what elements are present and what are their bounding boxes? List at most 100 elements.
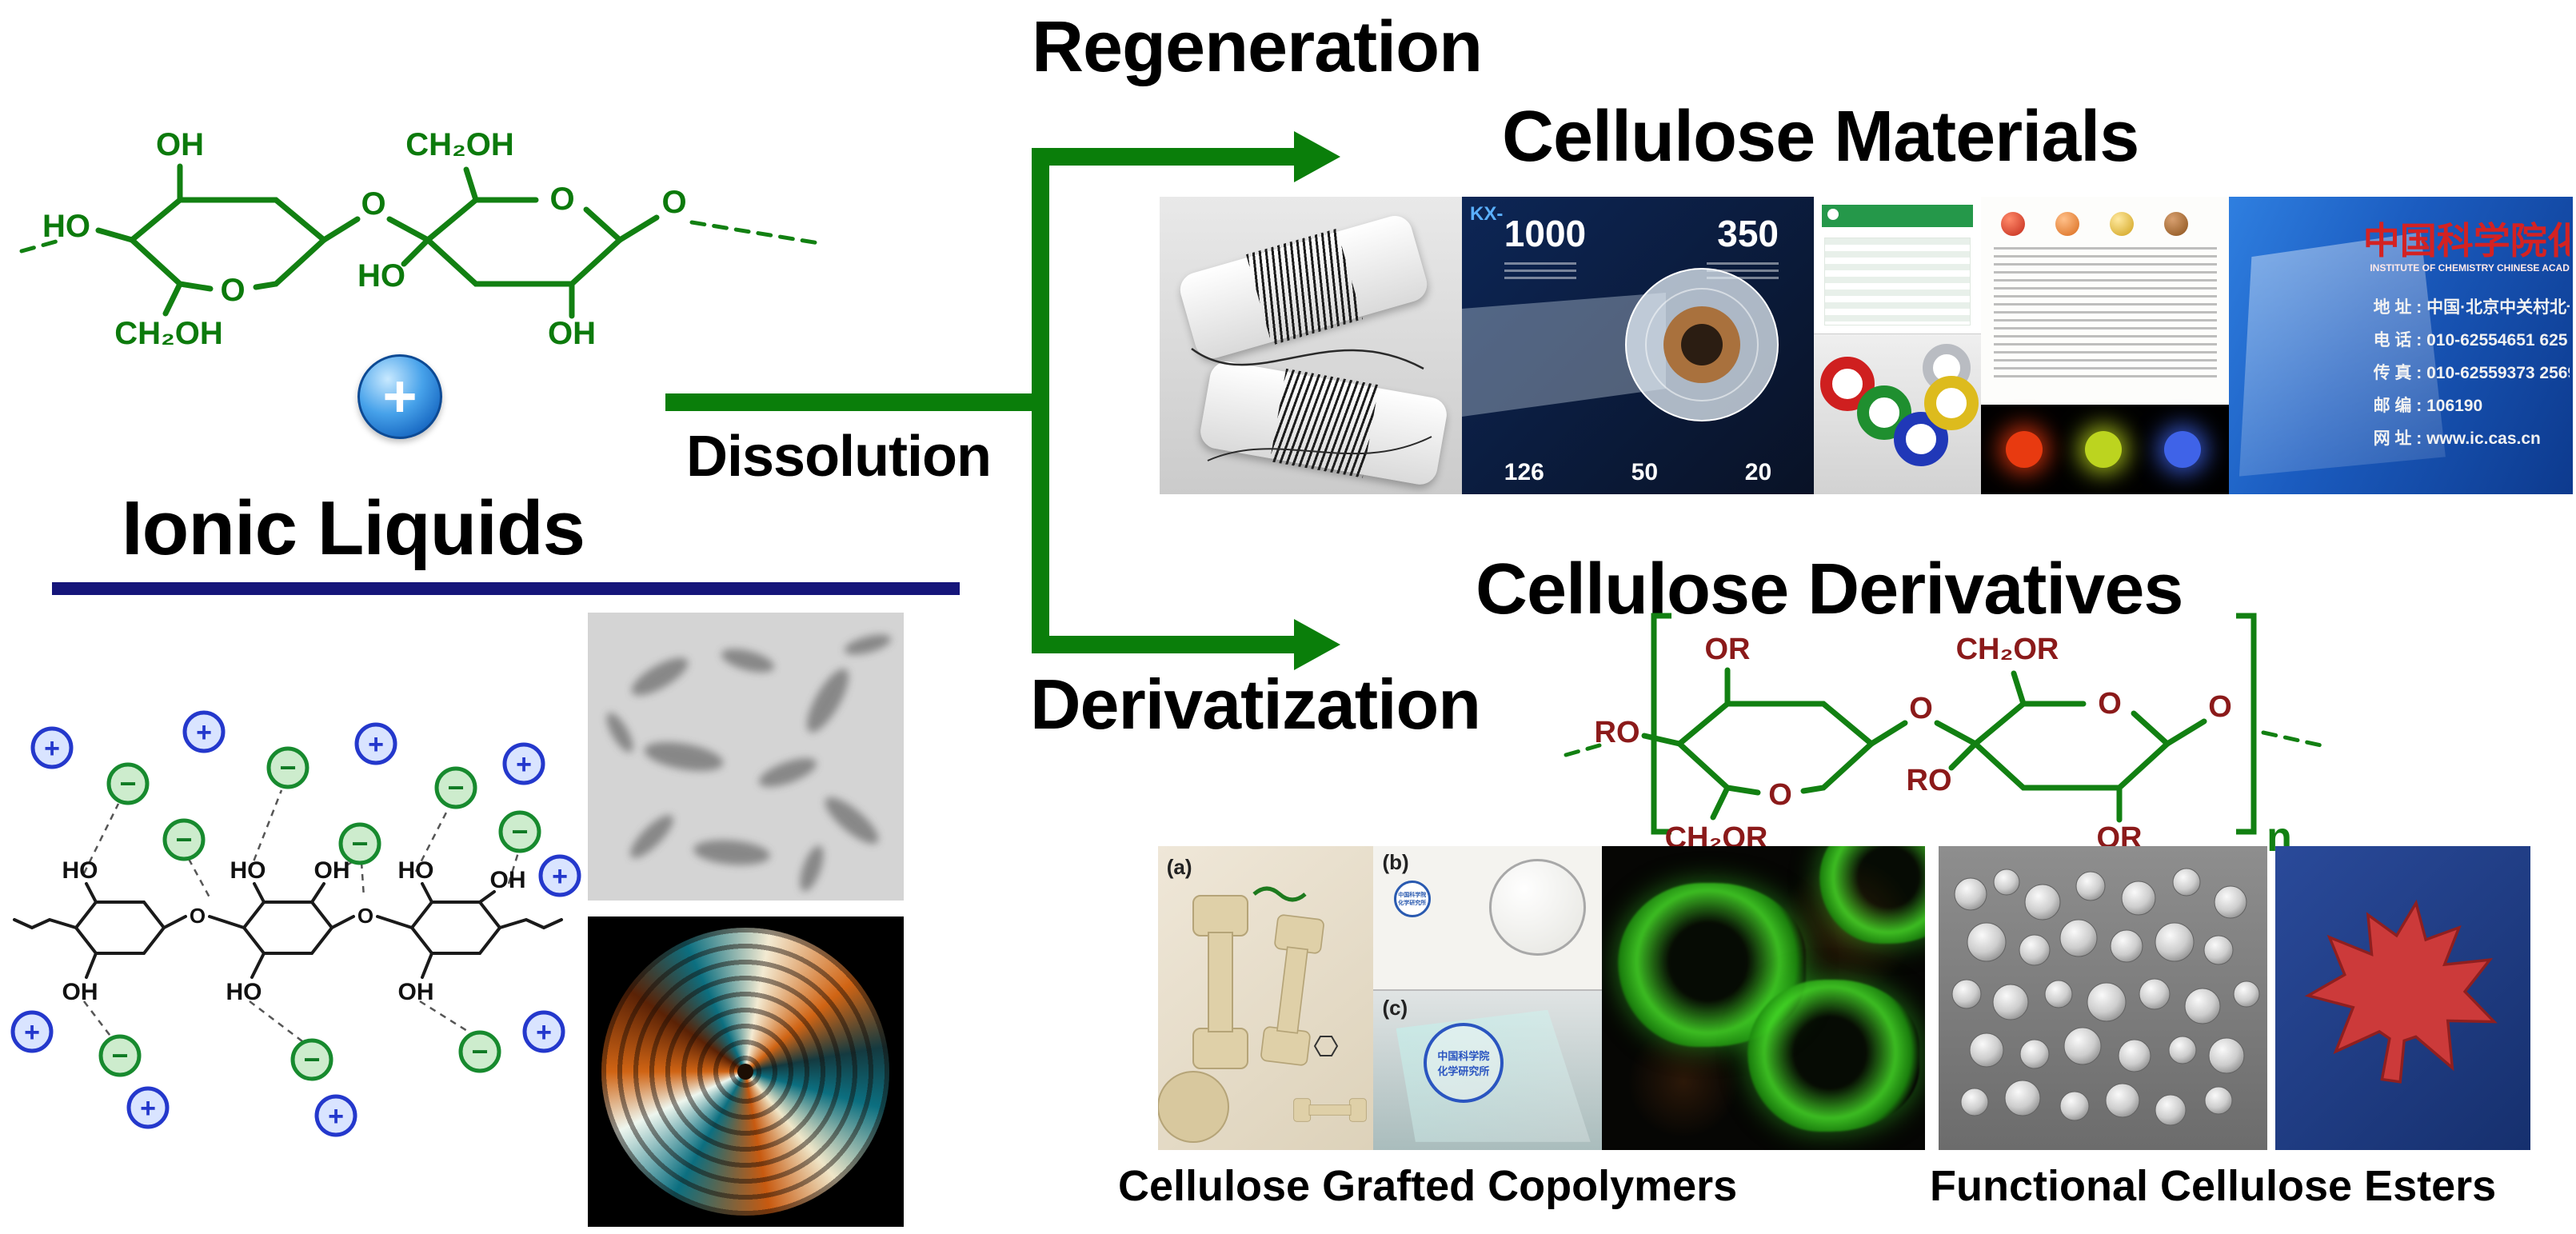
institute-name-en: INSTITUTE OF CHEMISTRY CHINESE ACADEMY O… (2370, 262, 2570, 274)
label-ring2-o: O (2098, 687, 2122, 721)
derivatization-arrow-line (1040, 636, 1296, 653)
anion-icon: − (106, 762, 150, 805)
svg-text:−: − (119, 767, 136, 800)
uv-photo-panel (1981, 405, 2229, 494)
anion-icon: − (290, 1038, 333, 1081)
label-o-right: O (2208, 690, 2232, 724)
svg-text:−: − (279, 751, 296, 784)
anion-icon: − (338, 822, 381, 865)
svg-text:+: + (44, 733, 60, 764)
contact-line: 网 址 : www.ic.cas.cn (2373, 429, 2541, 448)
sample-dot-orange (2055, 211, 2079, 236)
caption-functional-esters: Functional Cellulose Esters (1930, 1162, 2497, 1210)
label-ho-mid: HO (357, 258, 405, 294)
panel-label-a: (a) (1166, 855, 1192, 880)
anion-icon: − (498, 810, 541, 853)
spec-number: 20 (1744, 459, 1772, 485)
svg-text:−: − (447, 771, 464, 804)
cation-icon: + (126, 1086, 170, 1129)
anion-icon: − (98, 1034, 142, 1077)
svg-text:−: − (303, 1043, 320, 1076)
ionic-liquid-dissolution-diagram: HO OH HO OH HO HO OH OH O O + + + + + + … (10, 710, 581, 1137)
photo-transparent-film-institute: 中国科学院化学研究所 INSTITUTE OF CHEMISTRY CHINES… (2229, 197, 2573, 494)
svg-text:+: + (196, 717, 212, 748)
spec-numbers-row: 126 50 20 (1504, 459, 1771, 486)
cation-icon: + (182, 710, 226, 753)
svg-text:+: + (516, 749, 532, 780)
contact-line: 地 址 : 中国·北京中关村北一街2号 (2373, 298, 2570, 317)
regeneration-arrowhead-icon (1294, 131, 1340, 182)
chain-label: HO (226, 979, 262, 1005)
spec-number: 350 (1717, 212, 1779, 254)
cast-disc (1158, 1071, 1229, 1143)
panel-label-b: (b) (1382, 850, 1409, 875)
contact-line: 传 真 : 010-62559373 2569 (2373, 363, 2570, 382)
cellulose-bonds (19, 163, 826, 319)
label-ro-mid: RO (1907, 764, 1952, 797)
contact-line: 邮 编 : 106190 (2373, 396, 2483, 415)
institute-stamp: 中国科学院化学研究所 (1423, 1022, 1504, 1103)
dogbone-specimen (1192, 895, 1248, 1069)
loose-threads (1191, 347, 1432, 461)
film-disc-photo: (b) 中国科学院化学研究所 (1373, 846, 1602, 991)
label-ring1-o: O (220, 273, 245, 308)
ionic-liquids-title: Ionic Liquids (122, 485, 585, 571)
label-ch2or-top: CH₂OR (1956, 633, 2059, 666)
plus-icon: + (357, 354, 442, 439)
hydrogen-bonds (82, 789, 520, 1042)
chain-o-label: O (357, 904, 373, 928)
cellulose-structure-diagram: HO OH CH₂OH O O CH₂OH O HO OH O (19, 127, 826, 351)
photo-fluorescent-microspheres (1602, 846, 1925, 1150)
caption-grafted-copolymers: Cellulose Grafted Copolymers (1118, 1162, 1738, 1210)
svg-text:−: − (175, 823, 192, 856)
cellulose-materials-title: Cellulose Materials (1502, 97, 2139, 177)
anion-icon: − (266, 746, 310, 789)
contact-line: 电 话 : 010-62554651 625 (2373, 330, 2568, 349)
svg-text:+: + (536, 1017, 552, 1048)
cation-icon: + (10, 1010, 54, 1053)
sem-spheres (1951, 868, 2260, 1126)
spec-number: 1000 (1504, 212, 1587, 254)
brand-logo: KX- (1470, 203, 1504, 225)
label-ch2oh-top: CH₂OH (405, 127, 514, 162)
texture-center (737, 1064, 753, 1080)
dogbone-specimen (1260, 914, 1324, 1066)
svg-text:+: + (328, 1101, 344, 1132)
svg-text:−: − (111, 1039, 128, 1072)
photo-sem-cellulose-beads (1939, 846, 2267, 1150)
chain-o-label: O (190, 904, 206, 928)
maple-leaf-icon (2304, 899, 2498, 1084)
plus-glyph: + (382, 363, 417, 429)
label-oh-top: OH (156, 127, 204, 162)
photo-paper-with-fluorescent-dots (1981, 197, 2229, 494)
derivatization-arrowhead-icon (1294, 619, 1340, 670)
photo-cellulose-film-product: KX- 1000 350 126 50 20 (1462, 197, 1814, 494)
cation-icon: + (354, 722, 397, 765)
institute-name-cn: 中国科学院化学研究所 (2362, 219, 2570, 262)
cation-icon: + (538, 854, 581, 897)
photo-grafted-copolymer-specimens: (a) (1158, 846, 1373, 1150)
sheet-table-rows (1823, 238, 1971, 325)
label-oh-bottom: OH (548, 316, 596, 351)
branch-trunk-line (1032, 148, 1049, 653)
label-ho-left: HO (42, 209, 90, 244)
nanocrystal-rods (606, 634, 892, 892)
chain-label: OH (490, 867, 526, 893)
dogbone-specimen-small (1293, 1098, 1367, 1122)
label-ro-left: RO (1595, 716, 1640, 749)
svg-text:+: + (552, 861, 568, 892)
label-glycosidic-o: O (1909, 692, 1933, 725)
label-or-top: OR (1705, 633, 1751, 666)
cellulose-chain (13, 882, 563, 979)
tape-roll-yellow (1923, 376, 1979, 431)
cellulose-derivative-structure-diagram: RO OR CH₂OR O O CH₂OR O RO OR O n (1564, 613, 2323, 861)
chain-label: HO (230, 857, 266, 884)
anion-icon: − (162, 818, 206, 861)
sheet-header-band (1822, 205, 1973, 227)
fluorescent-capsule (1747, 980, 1919, 1132)
anion-icon: − (434, 766, 477, 809)
benzene-ring-drawing (1313, 1036, 1339, 1056)
svg-text:+: + (24, 1017, 40, 1048)
svg-text:+: + (140, 1093, 156, 1124)
svg-text:+: + (368, 729, 384, 760)
